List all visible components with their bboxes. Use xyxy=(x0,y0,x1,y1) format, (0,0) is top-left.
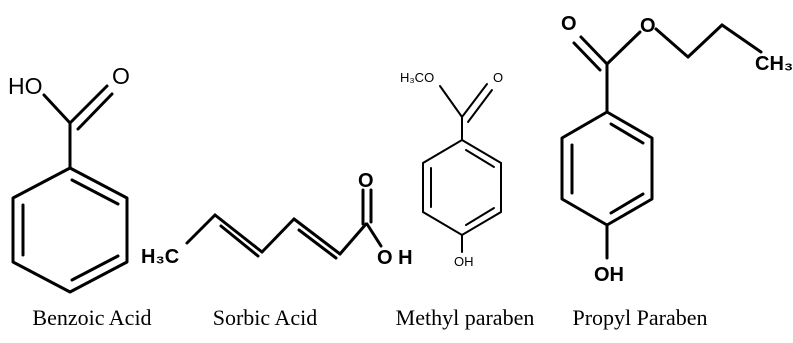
caption-propyl-paraben: Propyl Paraben xyxy=(572,305,708,330)
methyl-paraben-hydroxyl-label: OH xyxy=(454,254,474,269)
methyl-paraben-bonds xyxy=(422,83,502,253)
propyl-paraben-hydroxyl-label: OH xyxy=(594,264,624,286)
caption-benzoic-acid: Benzoic Acid xyxy=(32,305,152,330)
sorbic-acid-structure: H₃C O O H xyxy=(141,170,413,269)
caption-sorbic-acid: Sorbic Acid xyxy=(212,305,318,330)
benzoic-acid-hydroxyl-label: HO xyxy=(8,73,43,99)
benzoic-acid-structure: HO O xyxy=(8,63,130,294)
benzoic-acid-bonds xyxy=(11,84,129,294)
propyl-paraben-structure: O O CH₃ OH xyxy=(560,13,793,286)
propyl-paraben-carbonyl-o-label: O xyxy=(561,13,577,35)
methyl-paraben-structure: H₃CO O OH xyxy=(400,70,503,269)
sorbic-acid-hydroxyl-label: O H xyxy=(377,247,413,269)
propyl-paraben-methyl-label: CH₃ xyxy=(755,53,793,75)
propyl-paraben-bonds xyxy=(560,23,763,260)
sorbic-acid-bonds xyxy=(185,188,383,260)
caption-methyl-paraben: Methyl paraben xyxy=(395,305,535,330)
methyl-paraben-carbonyl-o-label: O xyxy=(493,70,503,85)
benzoic-acid-carbonyl-o-label: O xyxy=(112,63,130,89)
sorbic-acid-carbonyl-o-label: O xyxy=(358,170,374,192)
methyl-paraben-methoxy-label: H₃CO xyxy=(400,70,434,85)
sorbic-acid-methyl-label: H₃C xyxy=(141,246,179,268)
propyl-paraben-ester-o-label: O xyxy=(640,15,656,37)
